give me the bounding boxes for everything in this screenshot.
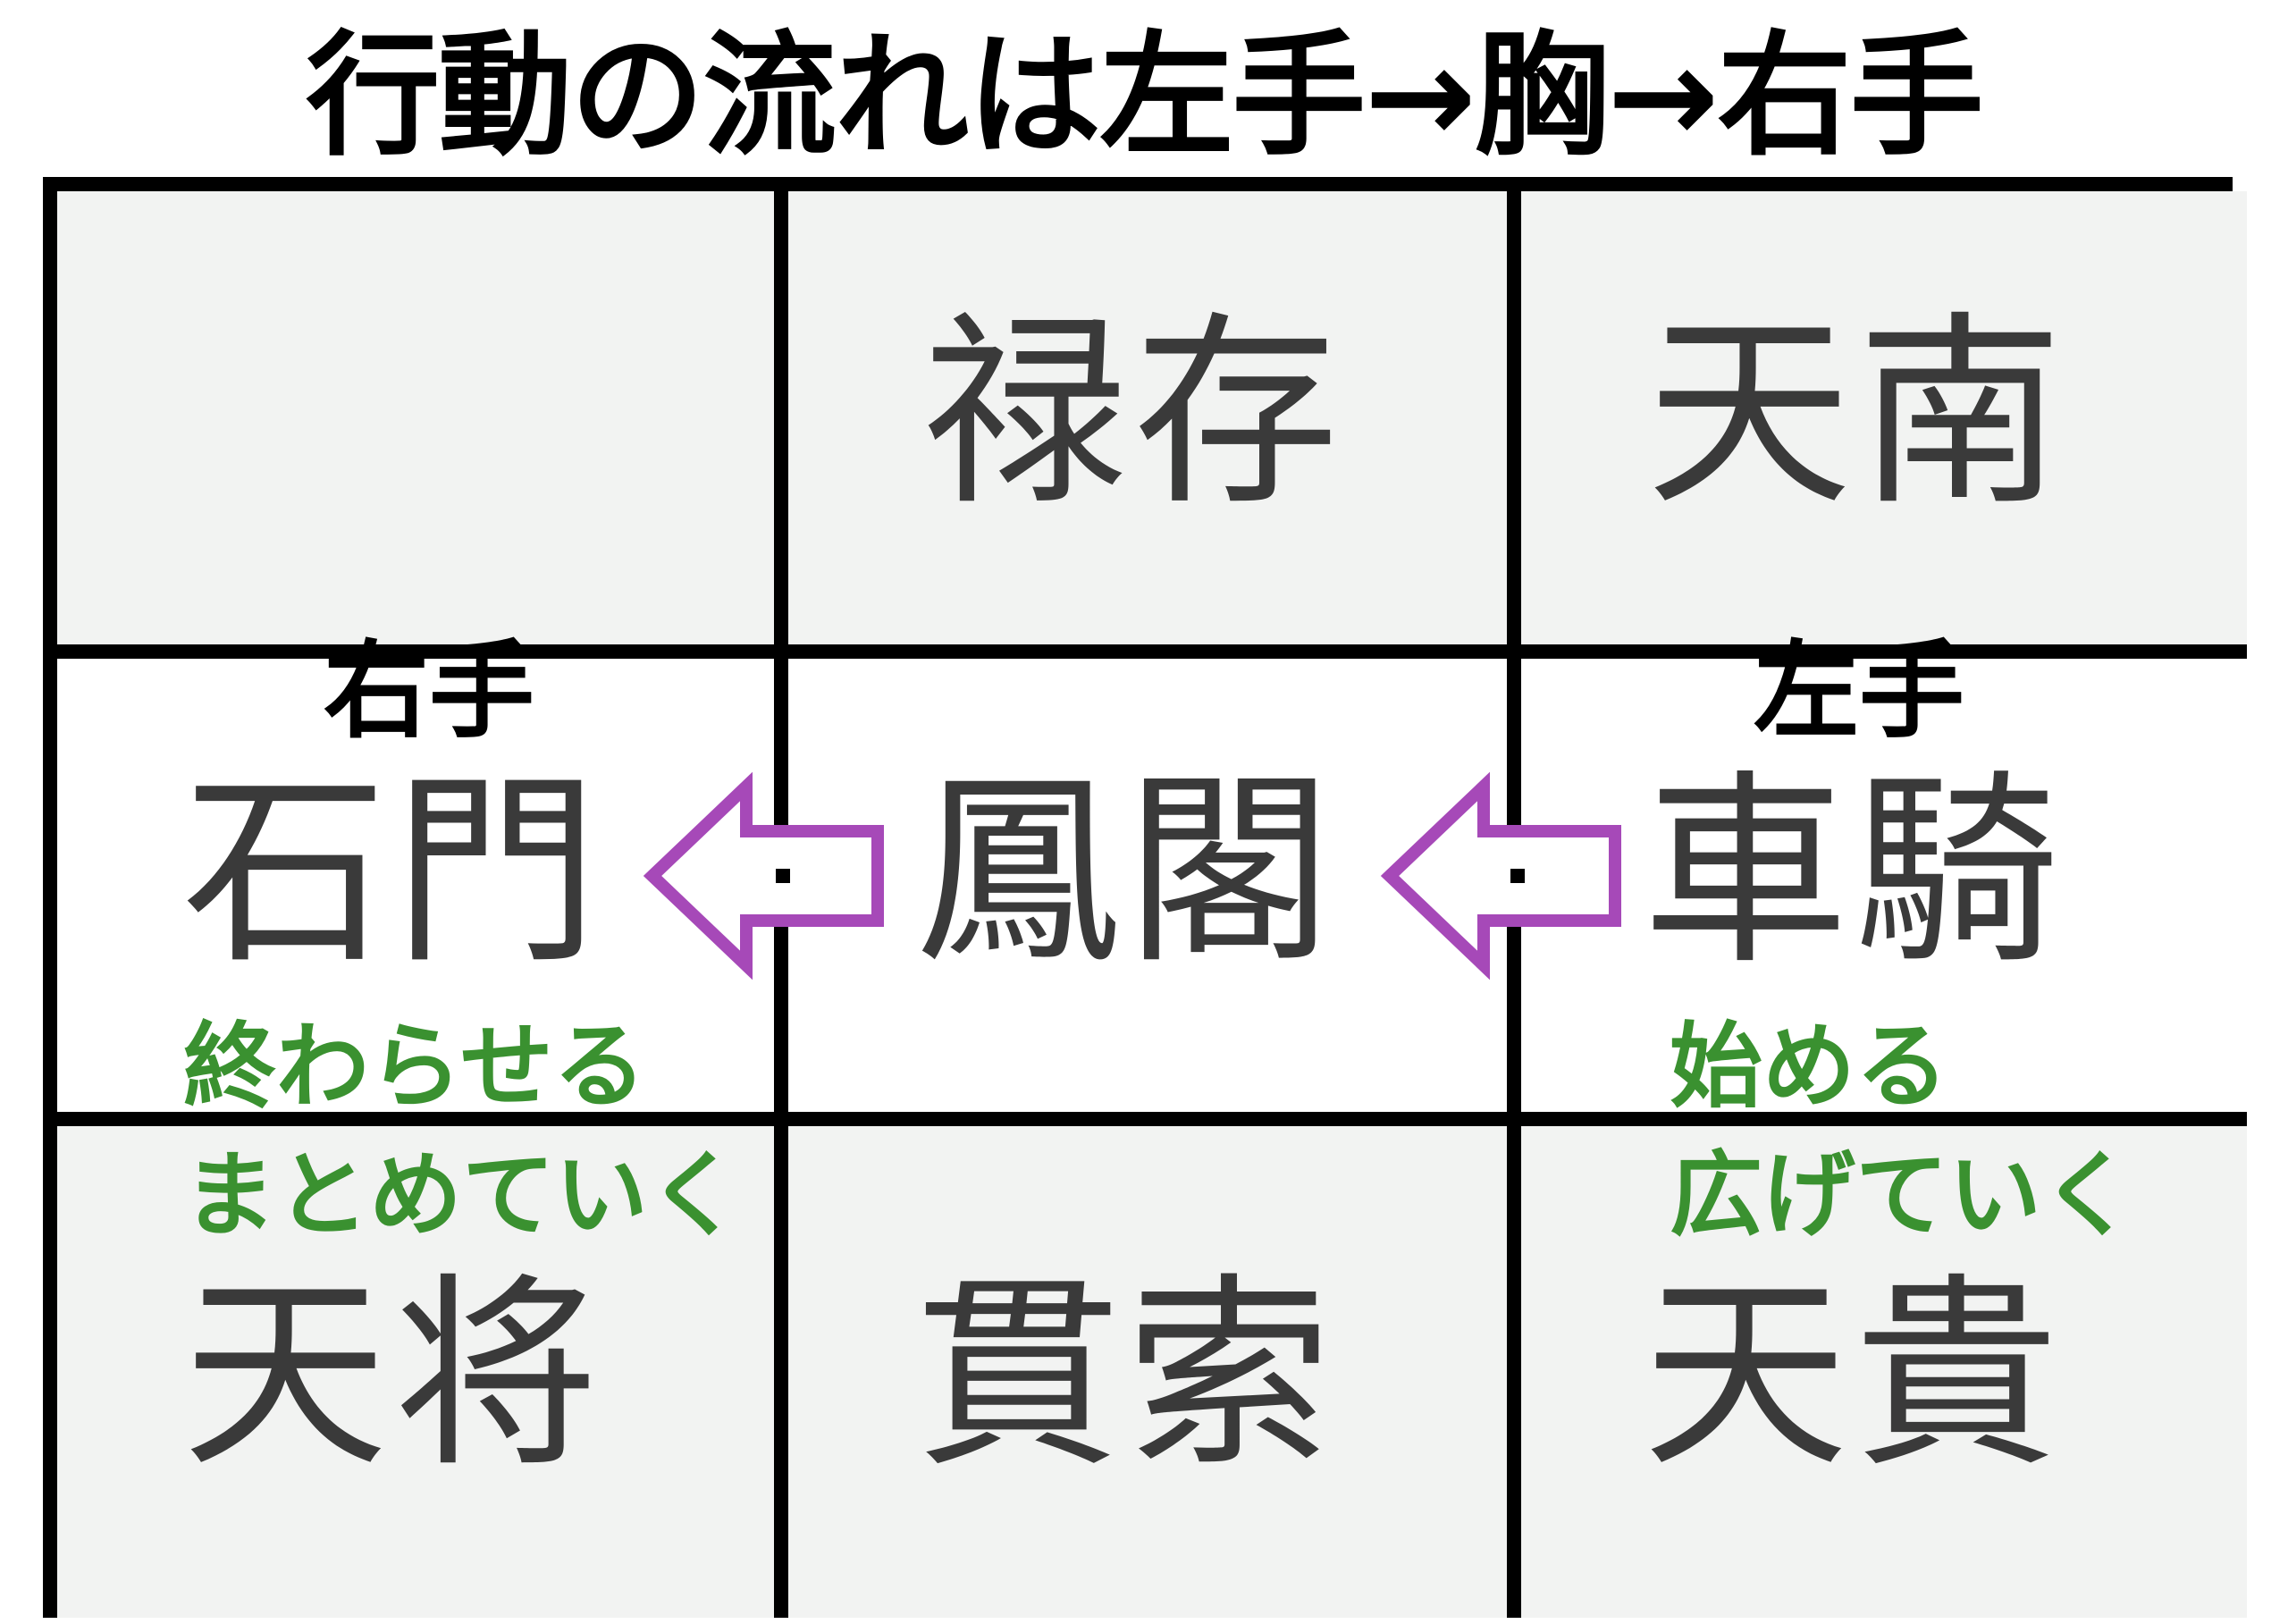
right-hand-label: 右手	[324, 629, 535, 753]
star-name: 鳳閣	[915, 753, 1338, 992]
cell-bottom-center: 貫索	[788, 1126, 1521, 1618]
cell-top-right: 天南	[1521, 191, 2247, 659]
cell-bottom-left: 天将	[57, 1126, 788, 1618]
start-label-line2: 広げていく	[1670, 1140, 2135, 1250]
finish-label-line2: まとめていく	[183, 1140, 742, 1250]
cell-top-center: 禄存	[788, 191, 1521, 659]
star-name: 禄存	[922, 295, 1345, 534]
left-hand-label: 左手	[1754, 629, 1965, 753]
cell-top-left	[57, 191, 788, 659]
arrow-shape	[643, 771, 884, 980]
finish-label-line1: 終わらせる	[183, 1012, 646, 1121]
star-name: 天将	[182, 1257, 605, 1495]
diagram-title: 行動の流れは左手→胸→右手	[306, 19, 1983, 174]
left-arrow-icon	[643, 771, 884, 980]
star-name: 石門	[182, 753, 605, 992]
star-name: 天貴	[1643, 1257, 2065, 1495]
cell-middle-right: 車騎	[1521, 659, 2247, 1126]
star-name: 車騎	[1643, 753, 2065, 992]
start-label-line1: 始める	[1670, 1012, 1949, 1121]
cell-bottom-right: 天貴	[1521, 1126, 2247, 1618]
arrow-dot	[776, 869, 790, 883]
star-name: 天南	[1646, 295, 2069, 534]
star-name: 貫索	[915, 1257, 1338, 1495]
arrow-dot	[1510, 869, 1525, 883]
star-grid: 禄存 天南 石門 鳳閣 車騎 天将 貫索 天貴	[43, 177, 2247, 1618]
left-arrow-icon	[1380, 771, 1621, 980]
arrow-shape	[1380, 771, 1621, 980]
